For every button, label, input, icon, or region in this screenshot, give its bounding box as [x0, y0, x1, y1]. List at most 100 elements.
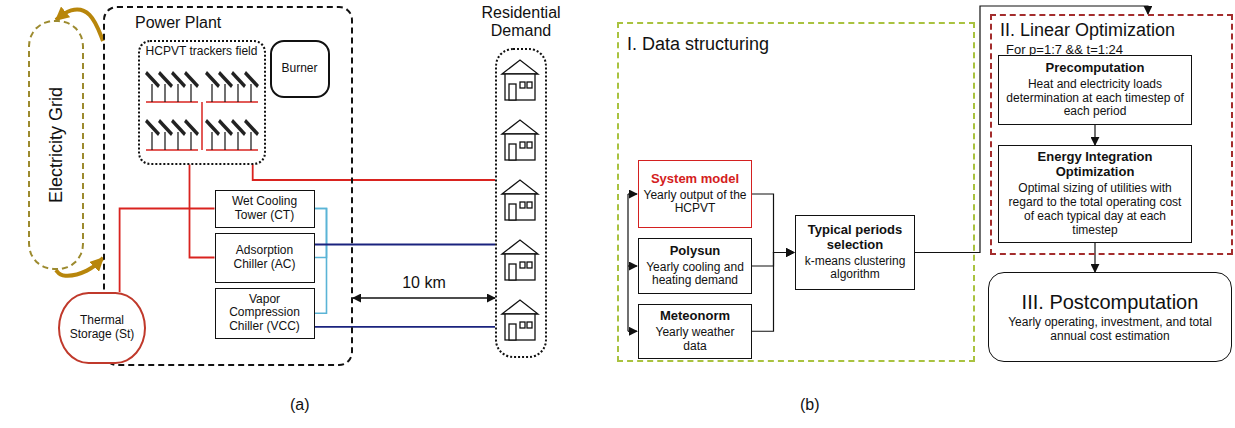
tracker-stem	[211, 84, 212, 102]
connector	[315, 209, 327, 258]
node-title: Polysun	[670, 244, 721, 259]
node-text: Yearly weather data	[643, 326, 747, 354]
node-title: Power Plant	[135, 14, 221, 32]
node-title: Wet Cooling Tower (CT)	[220, 195, 310, 223]
connector	[315, 244, 496, 246]
house-icon	[502, 300, 538, 340]
tracker-dish	[145, 71, 160, 88]
house-icon	[502, 240, 538, 280]
process-box: PrecomputationHeat and electricity loads…	[998, 55, 1192, 125]
input-arrow	[628, 265, 637, 266]
tracker-stem	[177, 132, 178, 150]
stage-box: III. PostcomputationYearly operating, in…	[988, 272, 1232, 362]
node-title: Electricity Grid	[46, 87, 67, 203]
pipe-line	[201, 102, 203, 150]
tracker-illustration	[142, 66, 264, 162]
node-text: Yearly cooling and heating demand	[643, 261, 747, 289]
stage-group: I. Data structuringSystem modelYearly ou…	[617, 22, 975, 362]
tracker-stem	[224, 132, 225, 150]
grid-loop: Electricity Grid	[28, 20, 84, 270]
node-title: Vapor Compression Chiller (VCC)	[220, 293, 310, 334]
pipe-line	[146, 149, 198, 151]
tracker-dish	[231, 119, 246, 136]
tracker-stem	[211, 132, 212, 150]
connector	[56, 10, 103, 41]
node-title: I. Data structuring	[627, 34, 769, 55]
tracker-dish	[171, 119, 186, 136]
input-arrow	[628, 331, 637, 332]
connector	[120, 209, 215, 293]
node-title: Precomputation	[1046, 61, 1145, 76]
tracker-stem	[250, 84, 251, 102]
node-title: HCPVT trackers field	[140, 45, 264, 59]
node-text: k-means clustering algorithm	[800, 255, 910, 283]
utility-box: Adsorption Chiller (AC)	[215, 233, 315, 283]
edge-label: 10 km	[399, 274, 449, 292]
node-title: II. Linear Optimization	[1000, 20, 1175, 41]
pipe-line	[206, 149, 258, 151]
tracker-stem	[237, 132, 238, 150]
connector	[56, 258, 103, 276]
node-title: System model	[651, 172, 739, 187]
tracker-dish	[205, 119, 220, 136]
tracker-dish	[145, 119, 160, 136]
utility-box: Wet Cooling Tower (CT)	[215, 190, 315, 228]
residential-group: Residential Demand	[495, 48, 547, 358]
tracker-stem	[164, 132, 165, 150]
connector	[315, 326, 496, 328]
node-title: Adsorption Chiller (AC)	[220, 244, 310, 272]
pipe-line	[146, 101, 198, 103]
process-box: Typical periods selectionk-means cluster…	[795, 215, 915, 290]
node-title: Meteonorm	[660, 309, 730, 324]
storage-tank: Thermal Storage (St)	[58, 292, 146, 364]
stage-group: II. Linear OptimizationFor p=1:7 && t=1:…	[990, 14, 1233, 255]
connector	[315, 209, 327, 314]
connector	[190, 165, 215, 258]
node-title: III. Postcomputation	[1022, 291, 1199, 314]
tracker-stem	[190, 84, 191, 102]
connector	[353, 297, 495, 299]
tracker-dish	[171, 71, 186, 88]
utility-box: Vapor Compression Chiller (VCC)	[215, 288, 315, 339]
tracker-dish	[218, 71, 233, 88]
tracker-stem	[164, 84, 165, 102]
node-title: Typical periods selection	[800, 223, 910, 253]
house-icon	[502, 60, 538, 100]
tracker-field: HCPVT trackers field	[138, 40, 266, 165]
tracker-dish	[231, 71, 246, 88]
node-text: Yearly output of the HCPVT	[643, 189, 747, 217]
tracker-stem	[151, 84, 152, 102]
panel-label: (b)	[800, 396, 820, 414]
connector	[1094, 243, 1095, 272]
node-text: Optimal sizing of utilities with regard …	[1003, 182, 1187, 237]
node-title: Burner	[281, 62, 317, 76]
process-box: Energy Integration OptimizationOptimal s…	[998, 145, 1192, 243]
node-text: Heat and electricity loads determination…	[1003, 78, 1187, 119]
connector	[752, 253, 794, 332]
houses-illustration	[497, 50, 544, 355]
node-title: Residential Demand	[465, 4, 577, 41]
connector	[1094, 125, 1095, 145]
tracker-stem	[250, 132, 251, 150]
tracker-stem	[237, 84, 238, 102]
panel-label: (a)	[290, 396, 310, 414]
tracker-dish	[205, 71, 220, 88]
tracker-dish	[218, 119, 233, 136]
connector	[253, 165, 495, 181]
tracker-dish	[184, 119, 199, 136]
burner-box: Burner	[270, 40, 330, 98]
process-box: MeteonormYearly weather data	[638, 304, 752, 359]
tracker-stem	[177, 84, 178, 102]
input-arrow	[628, 193, 637, 194]
node-title: Thermal Storage (St)	[64, 314, 140, 342]
tracker-stem	[151, 132, 152, 150]
process-box: System modelYearly output of the HCPVT	[638, 160, 752, 228]
pipe-line	[206, 101, 258, 103]
input-bracket	[627, 194, 628, 331]
tracker-dish	[244, 71, 259, 88]
house-icon	[502, 180, 538, 220]
tracker-dish	[158, 71, 173, 88]
node-title: Energy Integration Optimization	[1003, 150, 1187, 180]
tracker-stem	[224, 84, 225, 102]
